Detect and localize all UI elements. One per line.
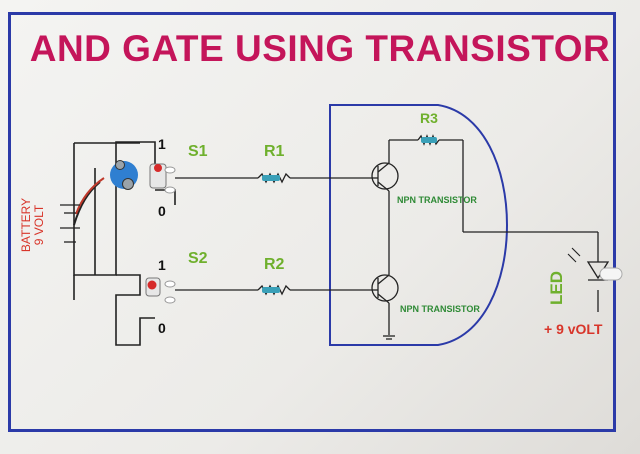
- transistor2-label: NPN TRANSISTOR: [400, 304, 480, 314]
- blue-border-frame: [8, 12, 616, 432]
- battery-clip: [73, 160, 138, 226]
- battery-symbol: [60, 204, 80, 243]
- led-label: LED: [547, 271, 566, 305]
- diagram-title: AND GATE USING TRANSISTOR: [29, 28, 611, 69]
- resistor-r2-body: [262, 287, 280, 293]
- switch-s2-off-label: 0: [158, 320, 166, 336]
- switch-s2: [145, 277, 176, 304]
- switch-s1-on-label: 1: [158, 136, 166, 152]
- supply-voltage-label: + 9 vOLT: [544, 321, 603, 337]
- led-symbol: [567, 247, 623, 281]
- resistor-r3-body: [421, 137, 437, 143]
- resistor-r1-body: [262, 175, 280, 181]
- switch-s2-on-label: 1: [158, 257, 166, 273]
- switch-s1-off-label: 0: [158, 203, 166, 219]
- switch-s1: [149, 163, 176, 194]
- battery-voltage-label: 9 VOLT: [32, 204, 46, 246]
- transistor1-label: NPN TRANSISTOR: [397, 195, 477, 205]
- resistor-r3-label: R3: [420, 110, 438, 126]
- switch-s2-label: S2: [188, 250, 208, 267]
- switch-s1-label: S1: [188, 143, 208, 160]
- transistor-t1: [371, 140, 399, 262]
- battery-label-group: BATTERY 9 VOLT: [19, 190, 46, 260]
- resistor-r2-label: R2: [264, 256, 285, 273]
- gate-enclosure-outline: [329, 104, 508, 346]
- transistor-t2: [371, 262, 399, 340]
- resistor-r1-label: R1: [264, 143, 285, 160]
